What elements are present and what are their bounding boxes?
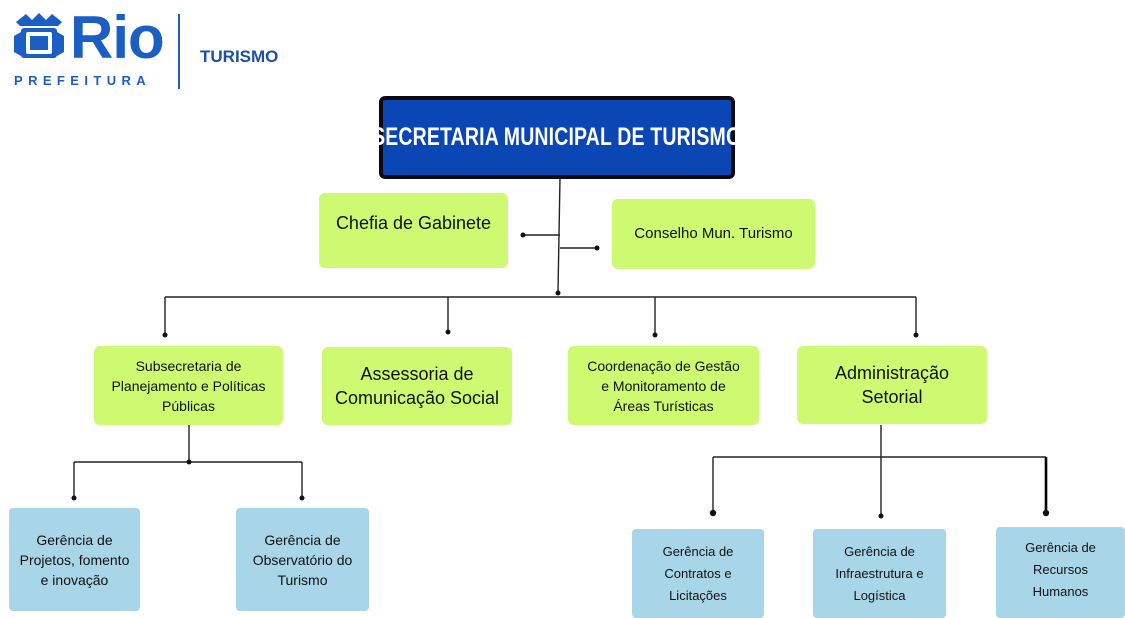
gerencia-recursos-box: Gerência de Recursos Humanos [996, 527, 1125, 618]
gerencia-recursos-line-3: Humanos [1032, 584, 1089, 599]
conselho-turismo-label: Conselho Mun. Turismo [634, 225, 793, 242]
logo-divider [178, 14, 180, 89]
coordenacao-line-3: Áreas Turísticas [613, 397, 714, 414]
gerencia-infraestrutura-line-1: Gerência de [844, 543, 915, 559]
gerencia-contratos-line-1: Gerência de [662, 543, 734, 559]
gerencia-projetos-box: Gerência de Projetos, fomento e inovação [9, 508, 140, 611]
chefia-gabinete-label: Chefia de Gabinete [335, 213, 492, 233]
administracao-line-1: Administração [834, 363, 950, 383]
assessoria-box: Assessoria de Comunicação Social [322, 347, 512, 425]
coordenacao-line-1: Coordenação de Gestão [587, 357, 740, 374]
secretaria-box: SECRETARIA MUNICIPAL DE TURISMO [372, 96, 741, 179]
secretaria-label: SECRETARIA MUNICIPAL DE TURISMO [372, 123, 742, 151]
gerencia-infraestrutura-line-2: Infraestrutura e [835, 565, 924, 581]
gerencia-observatorio-box: Gerência de Observatório do Turismo [236, 508, 369, 611]
administracao-line-2: Setorial [861, 387, 923, 407]
logo-subtitle: PREFEITURA [14, 73, 152, 88]
subsecretaria-box: Subsecretaria de Planejamento e Política… [94, 346, 283, 425]
gerencia-infraestrutura-line-3: Logística [853, 587, 906, 603]
conselho-turismo-box: Conselho Mun. Turismo [612, 199, 815, 269]
city-seal-icon [14, 13, 64, 58]
subsecretaria-line-1: Subsecretaria de [135, 357, 242, 374]
coordenacao-line-2: e Monitoramento de [601, 377, 726, 394]
gerencia-contratos-line-2: Contratos e [664, 565, 732, 581]
logo-wordmark: Rio [70, 4, 165, 71]
gerencia-projetos-line-2: Projetos, fomento [19, 551, 130, 568]
gerencia-recursos-line-2: Recursos [1033, 562, 1088, 577]
gerencia-projetos-line-1: Gerência de [36, 531, 113, 548]
gerencia-infraestrutura-box: Gerência de Infraestrutura e Logística [813, 529, 946, 618]
administracao-box: Administração Setorial [797, 346, 987, 424]
gerencia-observatorio-line-1: Gerência de [264, 531, 341, 548]
gerencia-recursos-line-1: Gerência de [1025, 540, 1096, 555]
subsecretaria-line-3: Públicas [162, 397, 215, 414]
gerencia-observatorio-line-2: Observatório do [252, 551, 353, 568]
subsecretaria-line-2: Planejamento e Políticas [111, 377, 266, 394]
department-label: TURISMO [200, 47, 279, 66]
coordenacao-box: Coordenação de Gestão e Monitoramento de… [568, 346, 759, 425]
assessoria-line-2: Comunicação Social [334, 388, 500, 408]
prefeitura-rio-logo: Rio PREFEITURA TURISMO [12, 4, 292, 92]
gerencia-projetos-line-3: e inovação [40, 571, 109, 588]
chefia-gabinete-box: Chefia de Gabinete [319, 193, 508, 268]
gerencia-contratos-line-3: Licitações [669, 587, 727, 603]
gerencia-observatorio-line-3: Turismo [277, 571, 328, 588]
assessoria-line-1: Assessoria de [360, 364, 474, 384]
gerencia-contratos-box: Gerência de Contratos e Licitações [632, 529, 764, 618]
